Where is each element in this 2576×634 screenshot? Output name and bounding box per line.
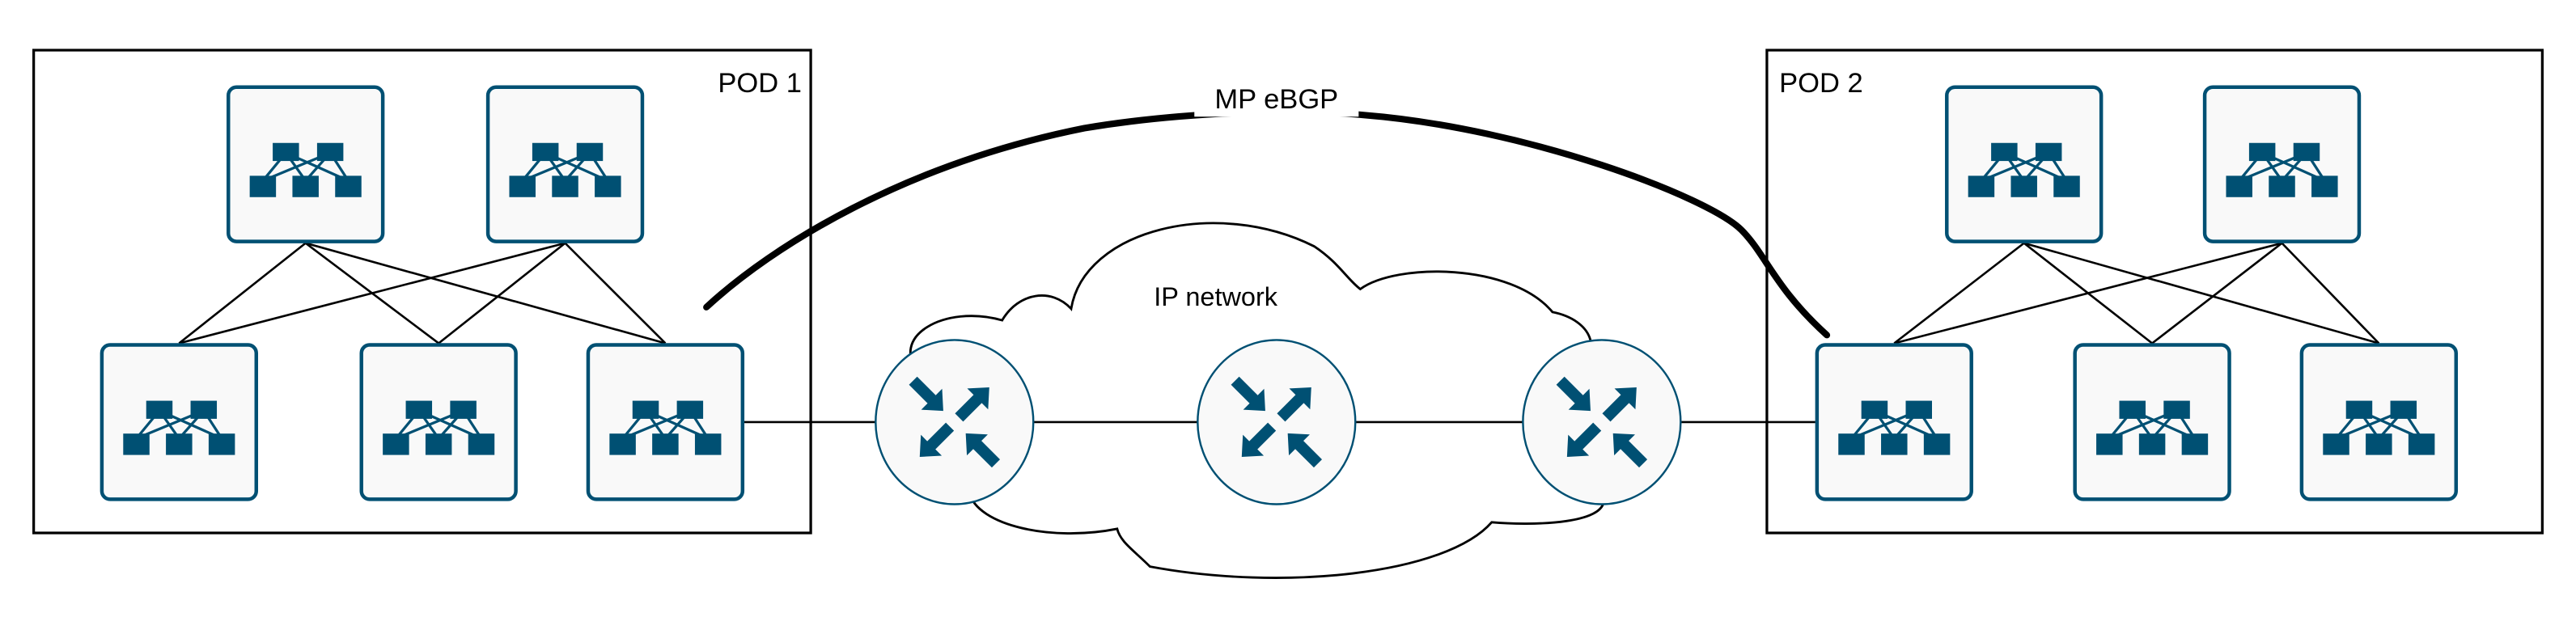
router-icon [1556, 376, 1648, 468]
spine-switch[interactable] [2202, 85, 2362, 243]
leaf-switch[interactable] [2299, 343, 2458, 501]
pod-2-box [1765, 49, 2544, 535]
router[interactable] [1522, 339, 1682, 505]
layer3-switch-icon [123, 400, 235, 455]
cloud-label: IP network [1154, 282, 1278, 311]
router-icon [909, 376, 1001, 468]
fabric-link [2151, 242, 2283, 344]
pod-1-box [32, 49, 812, 535]
pod-1-label: POD 1 [718, 68, 802, 99]
fabric-link [438, 242, 566, 344]
layer3-switch-icon [2226, 142, 2338, 197]
layer3-switch-icon [509, 142, 621, 197]
layer3-switch-icon [2323, 400, 2435, 455]
layer3-switch-icon [2096, 400, 2209, 455]
leaf-switch[interactable] [359, 343, 518, 501]
spine-switch[interactable] [1945, 85, 2104, 243]
fabric-link [305, 242, 666, 344]
links [178, 242, 2380, 344]
fabric-link [178, 242, 307, 344]
fabric-link [1893, 242, 2025, 344]
overlay-label-bg [1194, 80, 1359, 117]
overlay-label: MP eBGP [1214, 84, 1338, 115]
router[interactable] [875, 339, 1035, 505]
fabric-link [179, 242, 566, 344]
layer3-switch-icon [1838, 400, 1951, 455]
fabric-link [1893, 242, 2282, 344]
devices [100, 85, 2458, 505]
router[interactable] [1197, 339, 1357, 505]
fabric-link [564, 242, 667, 344]
pod-2-label: POD 2 [1779, 68, 1863, 99]
router-icon [1231, 376, 1323, 468]
layer3-switch-icon [1968, 142, 2080, 197]
layer3-switch-icon [609, 400, 722, 455]
fabric-link [2023, 242, 2379, 344]
layer3-switch-icon [249, 142, 362, 197]
leaf-switch[interactable] [2073, 343, 2231, 501]
leaf-switch[interactable] [586, 343, 745, 501]
fabric-link [2281, 242, 2380, 344]
spine-switch[interactable] [485, 85, 645, 243]
layer3-switch-icon [383, 400, 495, 455]
spine-switch[interactable] [227, 85, 385, 243]
leaf-switch[interactable] [1815, 343, 1973, 501]
leaf-switch[interactable] [100, 343, 259, 501]
